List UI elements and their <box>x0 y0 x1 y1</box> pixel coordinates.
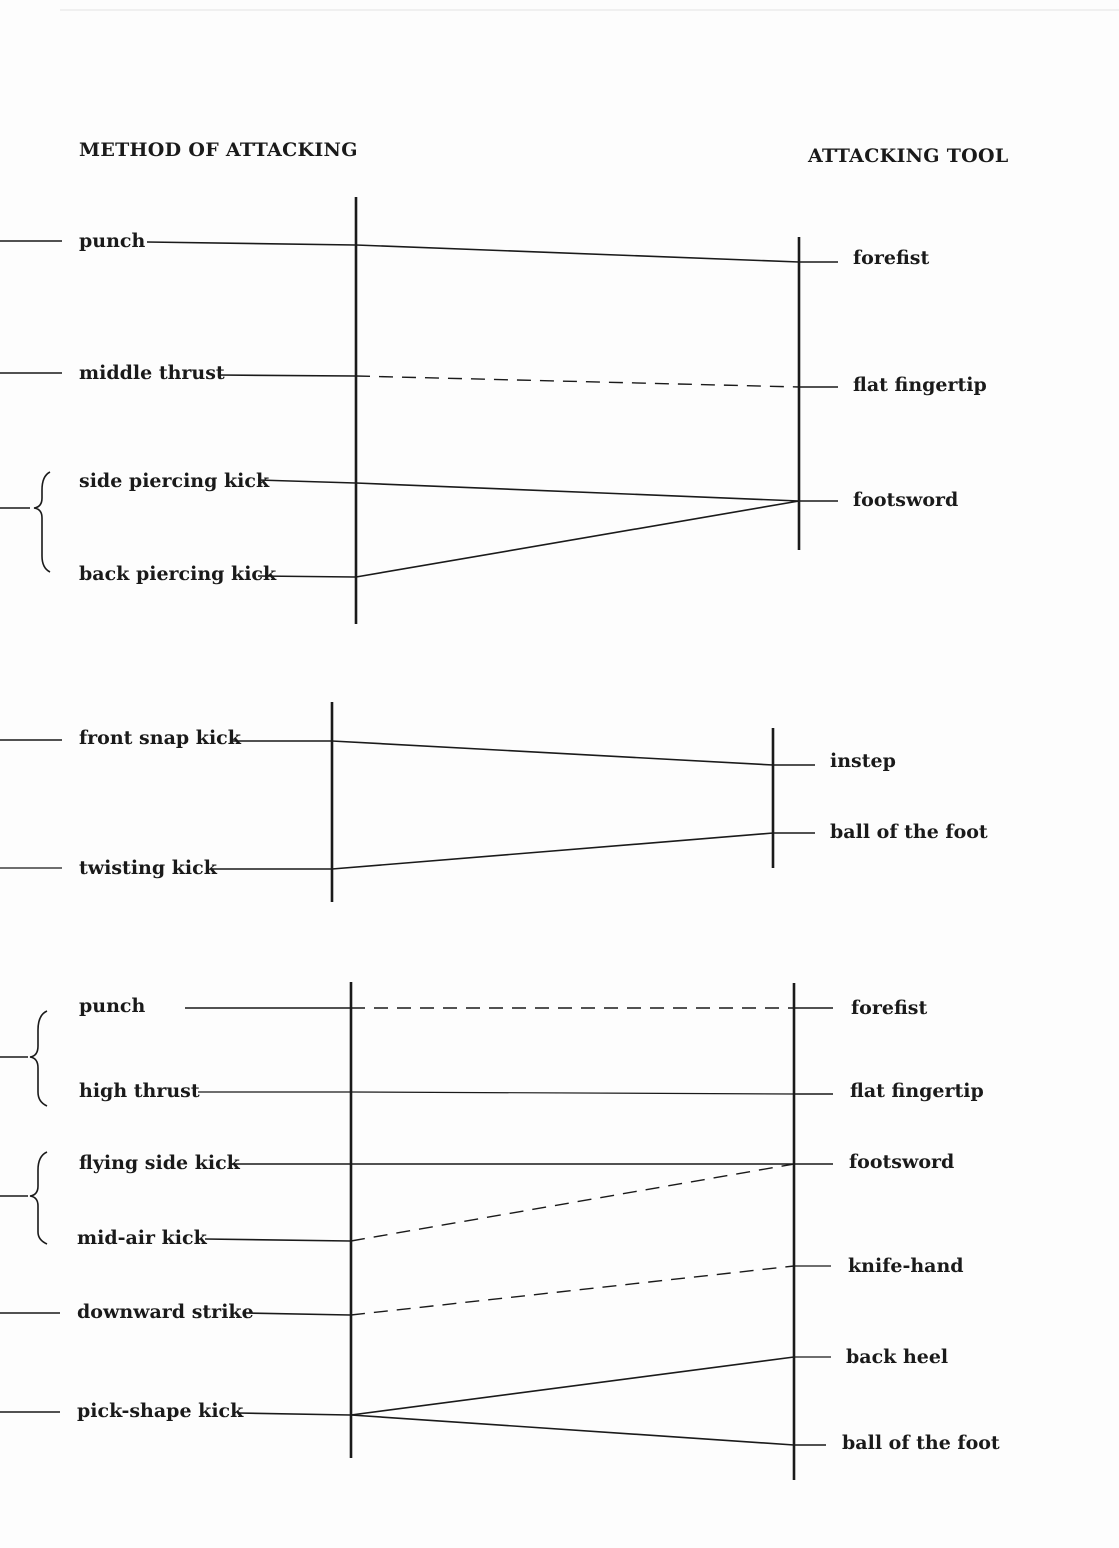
connection-solid <box>331 832 774 870</box>
method-label: middle thrust <box>79 362 225 384</box>
method-label: punch <box>79 995 145 1017</box>
connection-dashed <box>355 375 800 388</box>
method-label: side piercing kick <box>79 470 270 492</box>
tool-label: footsword <box>853 489 958 511</box>
method-line <box>245 1312 351 1316</box>
tool-label: knife-hand <box>848 1255 964 1277</box>
header-method-of-attacking: METHOD OF ATTACKING <box>79 139 358 161</box>
brace <box>29 1010 48 1107</box>
method-label: front snap kick <box>79 727 242 749</box>
tool-label: ball of the foot <box>830 821 988 843</box>
tool-label: footsword <box>849 1151 954 1173</box>
tool-label: instep <box>830 750 896 772</box>
method-label: back piercing kick <box>79 563 277 585</box>
brace <box>29 1151 48 1245</box>
method-label: mid-air kick <box>77 1227 208 1249</box>
connection-solid <box>355 482 800 502</box>
method-label: pick-shape kick <box>77 1400 244 1422</box>
connection-solid <box>350 1091 795 1095</box>
brace <box>33 471 51 573</box>
connection-solid <box>350 1414 795 1446</box>
method-line <box>257 479 356 484</box>
header-attacking-tool: ATTACKING TOOL <box>807 145 1009 167</box>
connection-solid <box>355 500 800 578</box>
method-label: punch <box>79 230 145 252</box>
tool-label: back heel <box>846 1346 948 1368</box>
tool-label: flat fingertip <box>850 1080 984 1102</box>
tool-label: forefist <box>851 997 927 1019</box>
method-line <box>146 241 356 246</box>
method-line <box>217 374 356 377</box>
connection-dashed <box>350 1265 795 1316</box>
method-label: flying side kick <box>79 1152 241 1174</box>
connection-solid <box>350 1356 795 1416</box>
tool-label: ball of the foot <box>842 1432 1000 1454</box>
method-line <box>257 575 356 578</box>
method-label: high thrust <box>79 1080 200 1102</box>
method-line <box>204 1238 351 1242</box>
method-line <box>237 1412 351 1416</box>
connection-solid <box>331 740 774 766</box>
method-label: downward strike <box>77 1301 254 1323</box>
method-label: twisting kick <box>79 857 218 879</box>
tool-label: flat fingertip <box>853 374 987 396</box>
tool-label: forefist <box>853 247 929 269</box>
connection-solid <box>355 244 800 263</box>
connection-dashed <box>350 1163 795 1242</box>
